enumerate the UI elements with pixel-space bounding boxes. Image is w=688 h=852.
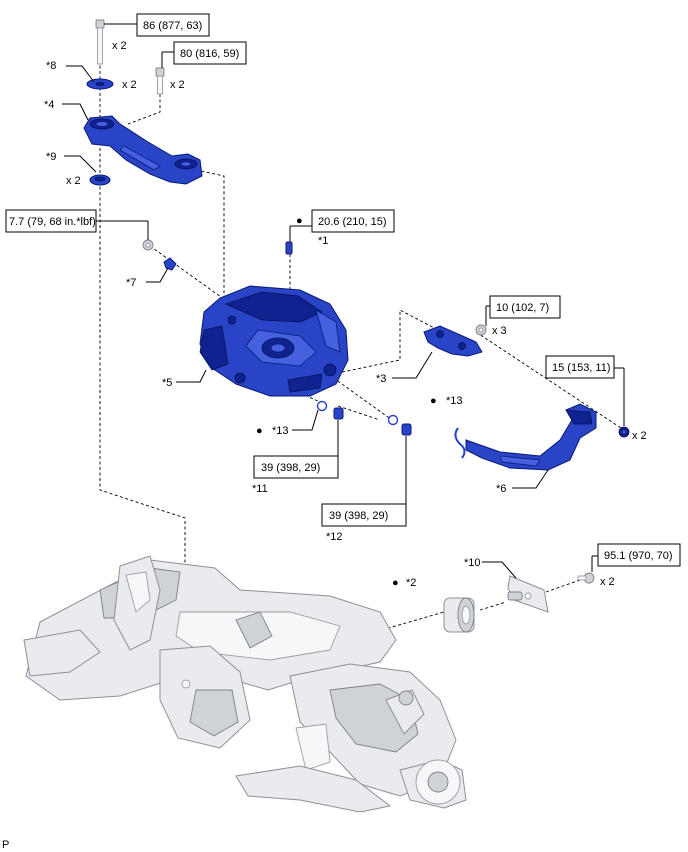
torque-box-7-7: 7.7 (79, 68 in.*lbf) [5,209,97,233]
callout-4: *4 [44,99,54,111]
quantity-label-10: x 3 [492,325,507,337]
callout-7: *7 [126,277,136,289]
o-ring-part-13-right [387,414,399,426]
callout-10: *10 [464,557,481,569]
washer-part-9 [89,174,111,186]
callout-9: *9 [46,151,56,163]
torque-box-20-6: 20.6 (210, 15) [311,209,395,233]
illustration-code: P [2,839,9,851]
quantity-label-15: x 2 [632,430,647,442]
torque-box-39-a: 39 (398, 29) [253,455,339,479]
torque-spec-95-1: 95.1 (970, 70) [604,550,673,562]
torque-box-86: 86 (877, 63) [136,13,210,37]
nut-15 [618,426,630,438]
quantity-label-86: x 2 [112,40,127,52]
quantity-label-9: x 2 [66,175,81,187]
torque-spec-39-b: 39 (398, 29) [329,510,388,522]
bolt-10 [475,324,487,336]
callout-5: *5 [162,377,172,389]
torque-box-39-b: 39 (398, 29) [321,503,407,527]
callout-2: *2 [406,577,416,589]
torque-box-95-1: 95.1 (970, 70) [597,543,681,567]
clip-part-7 [163,257,177,271]
washer-part-8 [86,78,114,90]
bolt-7-7 [142,239,154,251]
callout-13-right: *13 [446,395,463,407]
callout-6: *6 [496,483,506,495]
leader-lines [62,23,625,579]
torque-spec-80: 80 (816, 59) [180,48,239,60]
callout-8: *8 [46,60,56,72]
torque-box-80: 80 (816, 59) [173,41,247,65]
marker-dot-1: ● [296,215,303,227]
arm-bracket-part-6 [454,403,597,471]
rear-suspension-subframe [23,555,467,813]
marker-dot-2: ● [392,577,399,589]
torque-spec-86: 86 (877, 63) [143,20,202,32]
callout-3: *3 [376,373,386,385]
marker-dot-13-left: ● [256,425,263,437]
quantity-label-8: x 2 [122,79,137,91]
quantity-label-80: x 2 [170,79,185,91]
motor-unit-part-5 [199,285,349,397]
torque-spec-39-a: 39 (398, 29) [261,462,320,474]
bolt-86 [95,19,105,65]
callout-1: *1 [318,235,328,247]
quantity-label-95-1: x 2 [600,576,615,588]
callout-11: *11 [252,483,268,495]
bolt-95-1 [577,572,595,584]
torque-spec-7-7: 7.7 (79, 68 in.*lbf) [9,216,96,228]
plug-part-11 [333,407,344,420]
bracket-part-3 [423,325,483,357]
torque-box-10: 10 (102, 7) [489,295,561,319]
torque-box-15: 15 (153, 11) [545,355,615,379]
torque-spec-10: 10 (102, 7) [496,302,549,314]
torque-spec-15: 15 (153, 11) [552,362,611,374]
bushing-part-2 [443,597,475,633]
plug-part-1 [285,241,293,255]
torque-spec-20-6: 20.6 (210, 15) [318,216,387,228]
bolt-80 [155,67,165,95]
callout-12: *12 [326,531,343,543]
o-ring-part-13-left [316,400,328,412]
marker-dot-13-right: ● [430,395,437,407]
callout-13-left: *13 [272,425,289,437]
mount-bracket-part-4 [83,115,203,185]
bracket-part-10 [507,575,549,613]
plug-part-12 [401,423,412,436]
